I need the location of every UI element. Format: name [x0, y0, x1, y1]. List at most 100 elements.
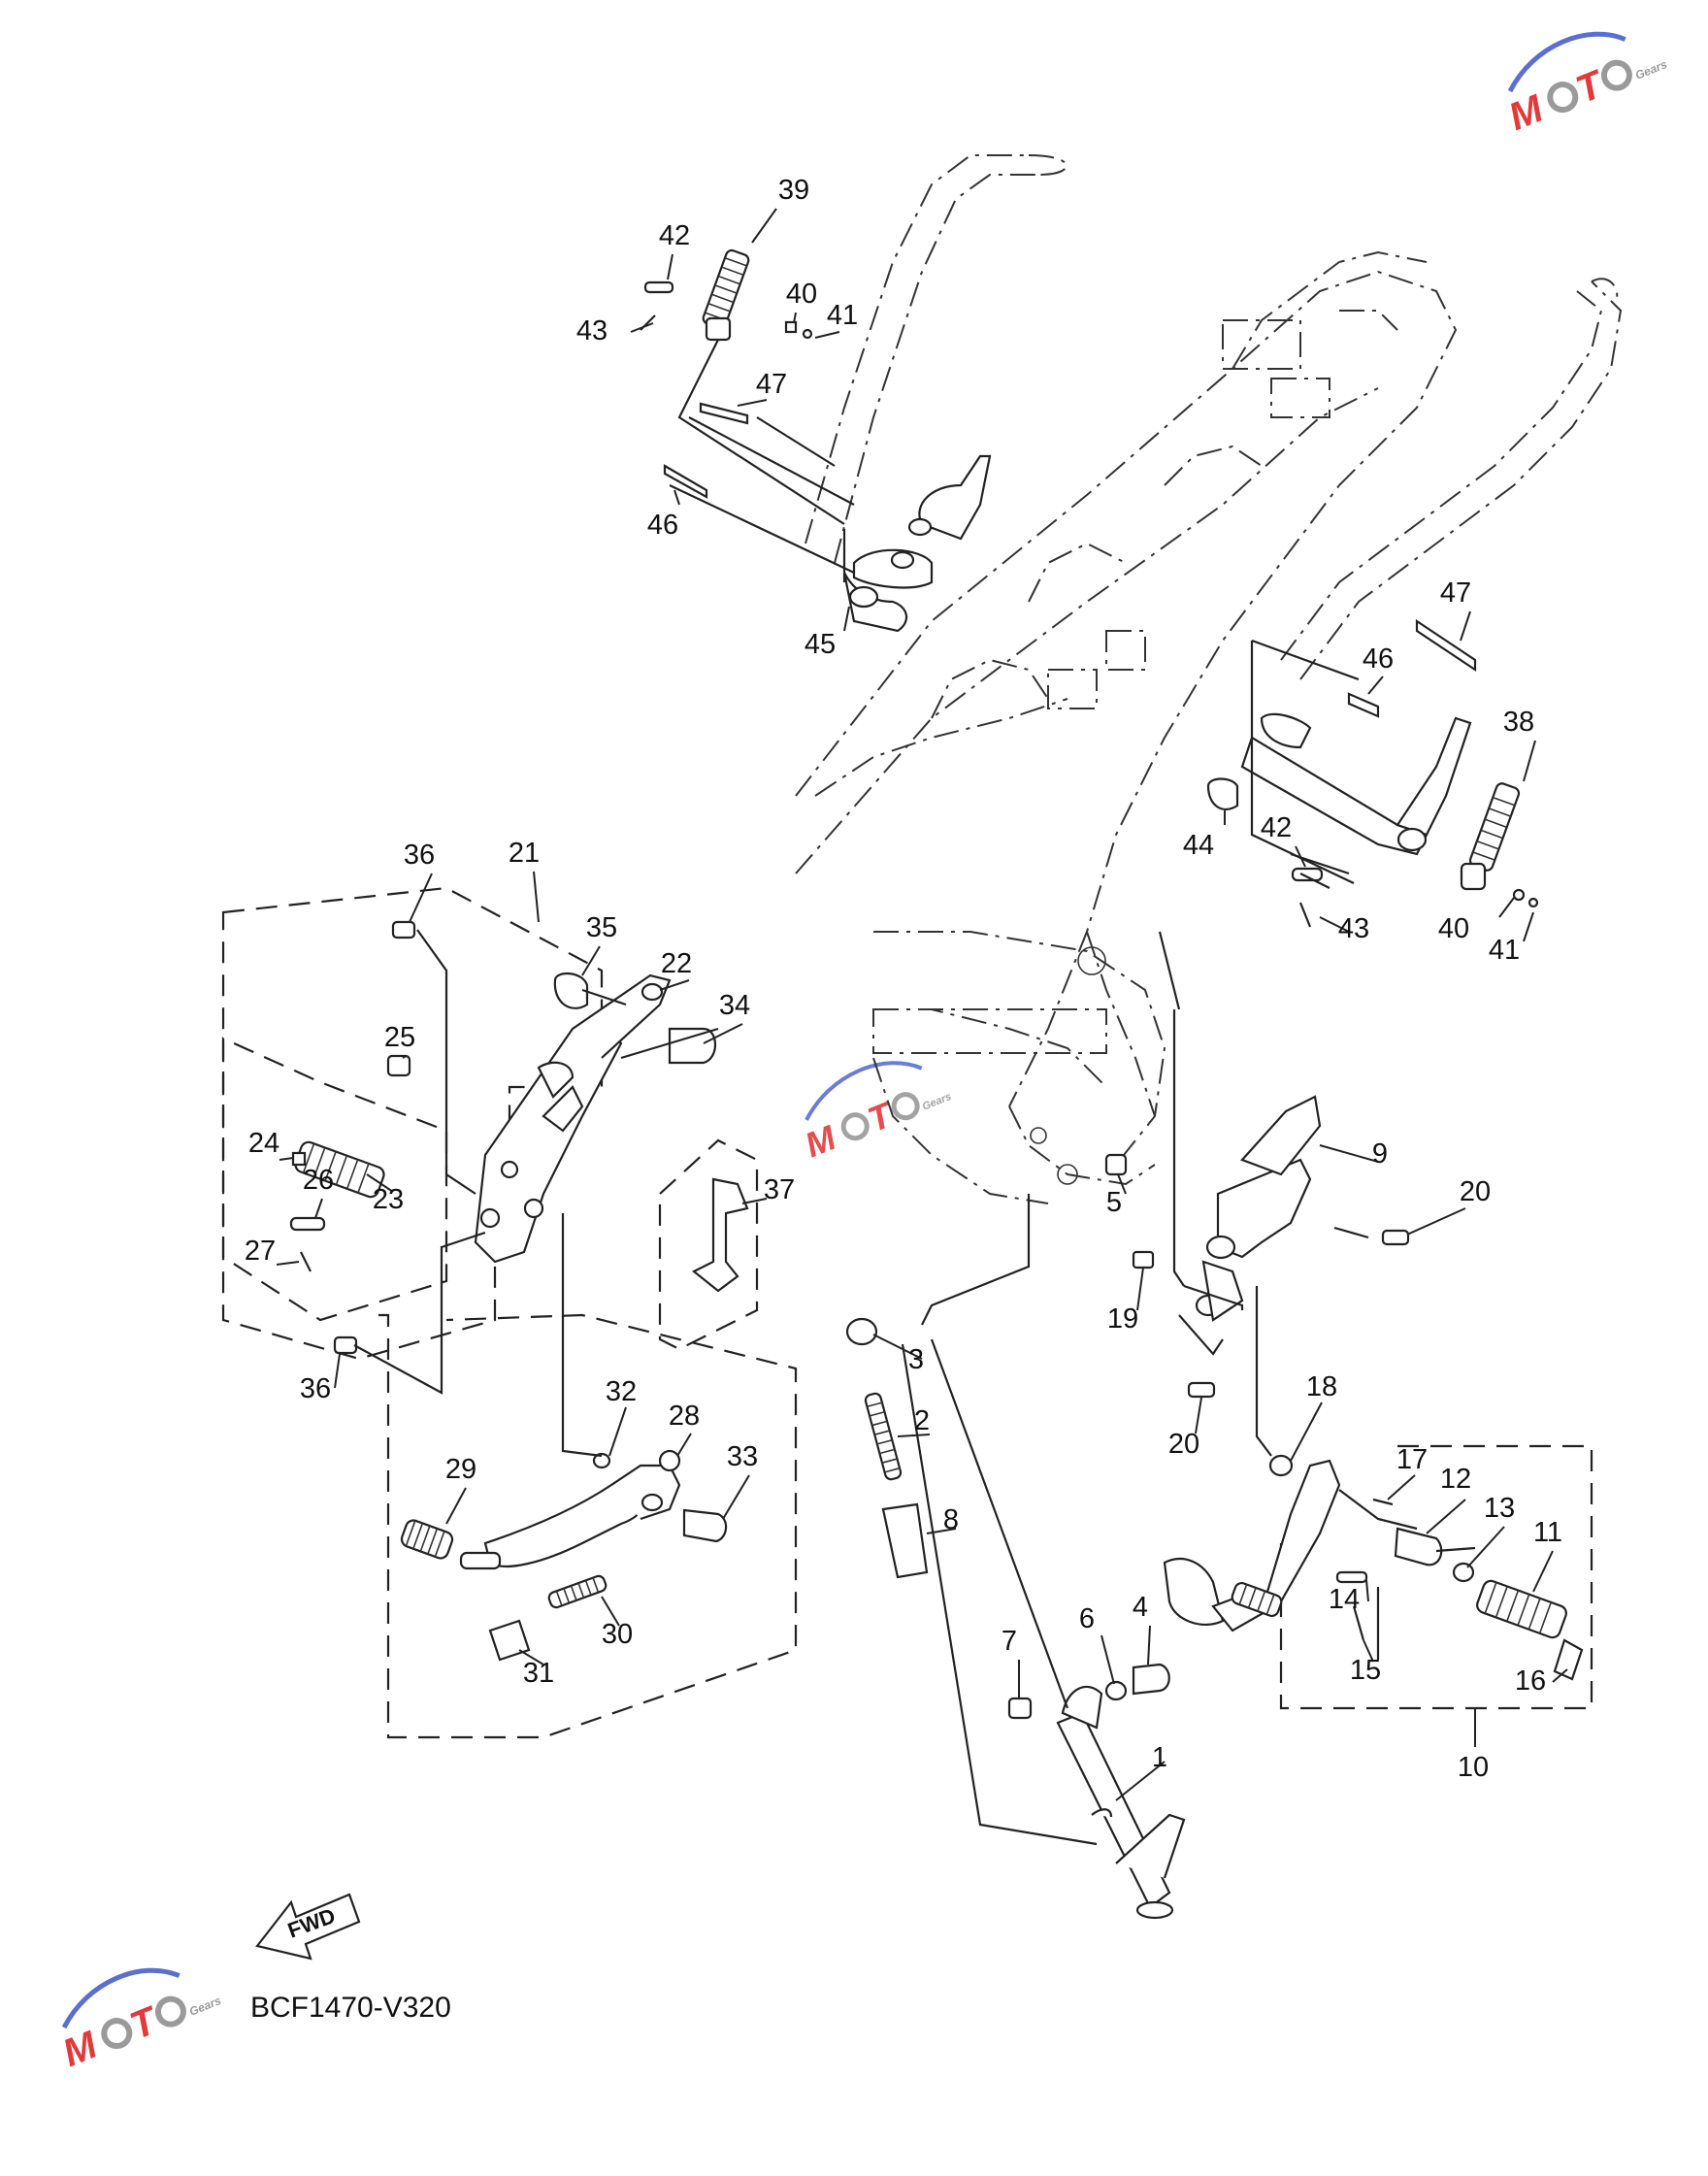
footrest-rubber-39	[702, 248, 750, 330]
callout-leader-35	[581, 945, 601, 976]
callout-12: 12	[1440, 1464, 1471, 1495]
watermark-logo-middle: M T Gears	[800, 1061, 953, 1165]
rear-footrest-assembly-left	[640, 248, 992, 633]
callout-31: 31	[523, 1658, 554, 1689]
callout-14: 14	[1329, 1584, 1360, 1615]
callout-leader-46	[673, 489, 680, 506]
callout-leader-34	[703, 1023, 743, 1044]
callout-leader-30	[601, 1596, 620, 1627]
callout-leader-36	[409, 873, 433, 923]
fwd-arrow-icon: FWD	[255, 1893, 361, 1961]
callout-leader-28	[676, 1433, 692, 1457]
callout-leader-20	[1195, 1397, 1202, 1434]
callout-leader-47	[1460, 610, 1471, 642]
callout-leader-15	[1363, 1639, 1374, 1663]
callout-leader-24	[279, 1157, 294, 1161]
svg-text:Gears: Gears	[187, 1994, 223, 2019]
callout-6: 6	[1079, 1603, 1095, 1634]
callout-leader-37	[741, 1198, 768, 1204]
callout-47: 47	[756, 369, 787, 400]
callout-leader-29	[445, 1487, 467, 1525]
callout-leader-19	[1136, 1267, 1144, 1311]
callout-40: 40	[786, 279, 817, 310]
callout-leader-46	[1367, 676, 1384, 695]
callout-leader-13	[1466, 1526, 1505, 1568]
callout-leader-40	[1498, 897, 1515, 918]
callout-2: 2	[914, 1405, 930, 1436]
callout-5: 5	[1106, 1187, 1122, 1218]
callout-leader-14	[1365, 1579, 1369, 1602]
callout-25: 25	[384, 1022, 415, 1053]
callout-leader-3	[872, 1334, 923, 1360]
callout-leader-22	[659, 979, 690, 991]
callout-leader-12	[1426, 1499, 1466, 1534]
callout-30: 30	[602, 1619, 633, 1650]
callout-46: 46	[1363, 643, 1394, 675]
svg-text:M: M	[1503, 86, 1551, 139]
callout-41: 41	[1489, 935, 1520, 966]
callout-36: 36	[404, 840, 435, 871]
callout-10: 10	[1458, 1752, 1489, 1783]
callout-leader-5	[1117, 1173, 1127, 1195]
callout-leader-47	[737, 399, 768, 407]
callout-43: 43	[576, 315, 608, 346]
callout-leader-11	[1532, 1550, 1554, 1593]
callout-36: 36	[300, 1373, 331, 1404]
footrest-rubber-11	[1476, 1579, 1567, 1639]
callout-leader-8	[926, 1528, 957, 1534]
callout-24: 24	[248, 1128, 279, 1159]
callout-leader-31	[518, 1649, 544, 1665]
callout-leader-40	[793, 312, 797, 324]
callout-leader-21	[533, 871, 540, 923]
callout-40: 40	[1438, 913, 1469, 944]
callout-8: 8	[943, 1504, 959, 1535]
callout-13: 13	[1484, 1493, 1515, 1524]
callout-leader-26	[314, 1198, 323, 1219]
callout-45: 45	[805, 629, 836, 660]
callout-21: 21	[509, 838, 540, 869]
callout-11: 11	[1533, 1517, 1562, 1548]
callout-38: 38	[1503, 707, 1534, 738]
svg-text:Gears: Gears	[921, 1091, 953, 1113]
callout-35: 35	[586, 912, 617, 943]
callout-37: 37	[764, 1174, 795, 1205]
callout-leader-43	[1319, 916, 1350, 933]
callout-3: 3	[908, 1344, 924, 1375]
callout-leader-45	[843, 606, 850, 632]
callout-leader-42	[1295, 845, 1306, 868]
callout-4: 4	[1133, 1592, 1148, 1623]
callout-leader-25	[402, 1055, 407, 1059]
callout-34: 34	[719, 990, 750, 1021]
callout-33: 33	[727, 1441, 758, 1472]
callout-47: 47	[1440, 577, 1471, 609]
callout-7: 7	[1002, 1626, 1017, 1657]
callout-leader-18	[1290, 1401, 1323, 1462]
callout-leader-1	[1115, 1761, 1166, 1801]
callout-20: 20	[1460, 1176, 1491, 1207]
callout-leader-39	[751, 208, 777, 244]
side-stand-assembly	[845, 931, 1410, 1920]
callout-leader-33	[722, 1474, 750, 1520]
callout-leader-27	[276, 1261, 300, 1266]
callout-leader-43	[630, 322, 654, 333]
svg-text:M: M	[57, 2023, 105, 2075]
callout-leader-38	[1523, 740, 1536, 782]
callout-17: 17	[1396, 1444, 1428, 1475]
footrest-assembly-21	[221, 886, 798, 1739]
callout-32: 32	[606, 1376, 637, 1407]
svg-text:Gears: Gears	[1633, 57, 1669, 82]
callout-42: 42	[659, 220, 690, 251]
callout-leader-41	[814, 331, 840, 339]
callout-9: 9	[1372, 1138, 1388, 1170]
diagram-code: BCF1470-V320	[250, 1992, 451, 2024]
callout-leader-42	[667, 253, 673, 280]
callout-leader-2	[897, 1434, 931, 1437]
callout-46: 46	[647, 510, 678, 541]
callout-leader-6	[1100, 1634, 1115, 1685]
callout-22: 22	[661, 948, 692, 979]
watermark-logo-bottom-left: M T Gears	[57, 1967, 223, 2075]
footrest-assembly-10	[1163, 1444, 1593, 1710]
callout-15: 15	[1350, 1655, 1381, 1686]
